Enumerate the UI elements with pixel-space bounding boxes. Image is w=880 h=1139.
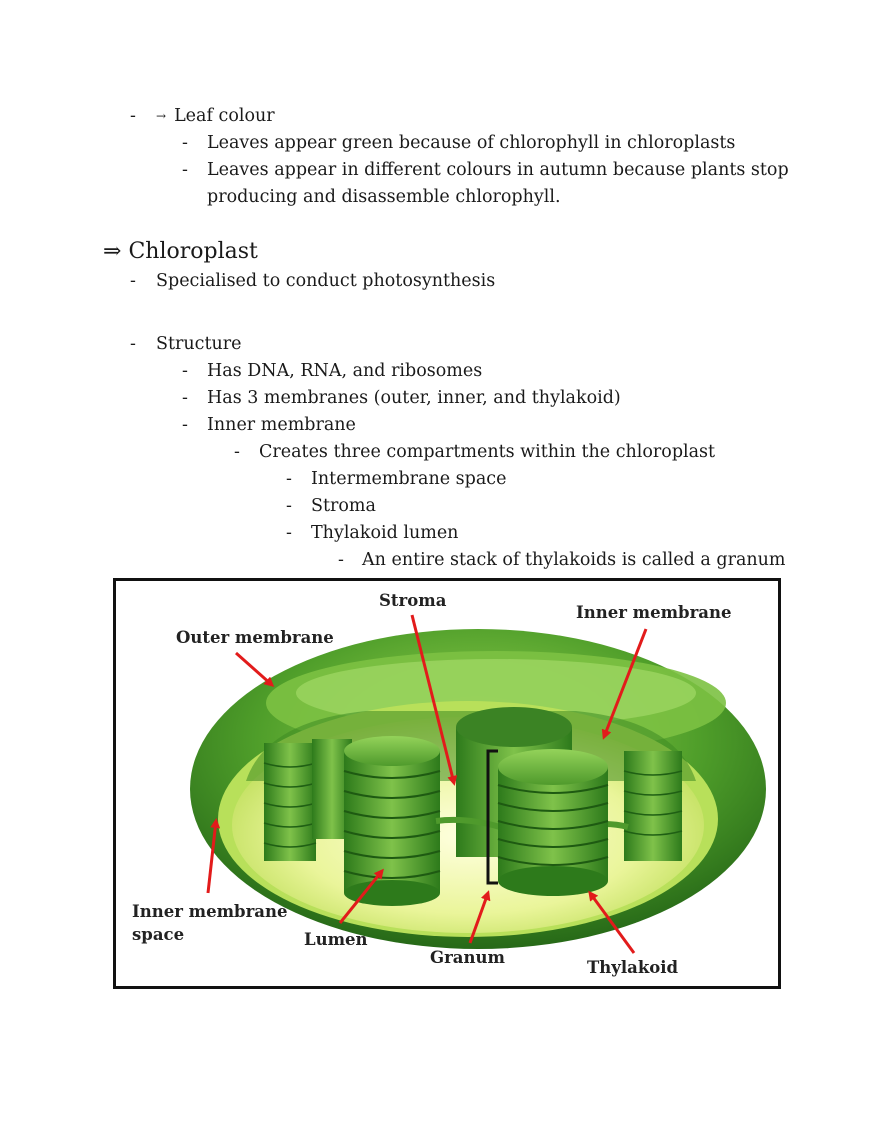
bullet-dash: - [182,133,188,153]
compartment-1: Intermembrane space [311,469,507,489]
granum-front-left [343,736,441,906]
bullet-dash: - [286,496,292,516]
pointer-arrows [206,614,648,954]
bullet-dash: - [234,442,240,462]
label-stroma: Stroma [379,591,447,610]
arrow-inner-membrane [601,628,648,740]
leaf-colour-title: → Leaf colour [156,103,275,130]
granum-note: An entire stack of thylakoids is called … [362,550,786,570]
bullet-dash: - [130,106,136,126]
bullet-dash: - [182,415,188,435]
arrow-inner-membrane-space [206,818,221,894]
bullet-dash: - [182,160,188,180]
arrow-outer-membrane [235,651,275,687]
bullet-dash: - [286,469,292,489]
chloroplast-heading-text: Chloroplast [128,239,258,264]
granum-bracket [486,749,498,885]
inner-membrane-detail: Creates three compartments within the ch… [259,442,716,462]
label-inner-membrane-space-1: Inner membrane [132,902,287,921]
granum-front-right [497,749,609,896]
structure-item-1: Has DNA, RNA, and ribosomes [207,361,483,381]
leaf-colour-label: Leaf colour [174,106,275,126]
structure-item-3: Inner membrane [207,415,356,435]
granum-right-edge [623,751,683,861]
bullet-dash: - [130,271,136,291]
arrow-stroma [410,614,458,786]
bullet-dash: - [286,523,292,543]
label-outer-membrane: Outer membrane [176,628,334,647]
chloroplast-heading: ⇒ Chloroplast [103,237,258,267]
structure-item-2: Has 3 membranes (outer, inner, and thyla… [207,388,621,408]
bullet-dash: - [338,550,344,570]
compartment-2: Stroma [311,496,376,516]
label-inner-membrane: Inner membrane [576,603,731,622]
arrow-granum [468,890,491,944]
bullet-dash: - [182,388,188,408]
chloroplast-diagram: Stroma Inner membrane Outer membrane Inn… [113,578,781,989]
arrow-thylakoid [588,890,636,954]
label-lumen: Lumen [304,930,368,949]
arrow-lumen [338,868,384,924]
label-granum: Granum [430,948,505,967]
leaf-colour-point-2: Leaves appear in different colours in au… [207,160,789,180]
implies-arrow-icon: ⇒ [103,239,122,264]
bullet-dash: - [130,334,136,354]
label-inner-membrane-space-2: space [132,925,184,944]
right-arrow-icon: → [156,109,167,123]
chloroplast-illustration: Stroma Inner membrane Outer membrane Inn… [132,591,766,977]
bullet-dash: - [182,361,188,381]
label-thylakoid: Thylakoid [587,958,679,977]
granum-back-left [263,743,317,861]
structure-title: Structure [156,334,242,354]
leaf-colour-point-1: Leaves appear green because of chlorophy… [207,133,736,153]
leaf-colour-point-2-cont: producing and disassemble chlorophyll. [207,187,561,207]
compartment-3: Thylakoid lumen [311,523,459,543]
chloroplast-specialised: Specialised to conduct photosynthesis [156,271,496,291]
